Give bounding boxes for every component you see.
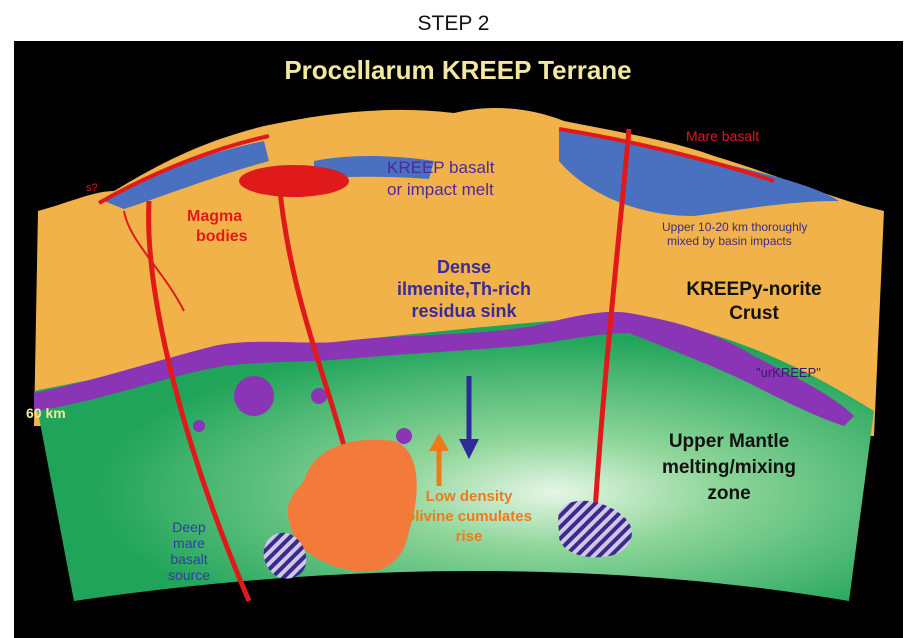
label-kreep-basalt-1: KREEP basalt	[387, 158, 495, 177]
procellarum-diagram: Procellarum KREEP Terrane Mare basalt KR…	[14, 41, 903, 638]
label-mantle-1: Upper Mantle	[669, 431, 789, 452]
label-kreep-basalt-2: or impact melt	[387, 180, 494, 199]
label-deep-4: source	[168, 567, 210, 583]
label-60km: 60 km	[26, 405, 66, 421]
label-dense-2: ilmenite,Th-rich	[397, 279, 531, 299]
label-kreepy-2: Crust	[729, 303, 779, 324]
label-dense-3: residua sink	[411, 301, 517, 321]
label-deep-3: basalt	[170, 551, 207, 567]
label-upper-mixed-2: mixed by basin impacts	[667, 234, 792, 248]
label-upper-mixed-1: Upper 10-20 km thoroughly	[662, 220, 807, 234]
urkreep-drop	[234, 376, 274, 416]
label-mare-basalt: Mare basalt	[686, 128, 759, 144]
urkreep-drop	[396, 428, 412, 444]
label-deep-2: mare	[173, 535, 205, 551]
step-title: STEP 2	[0, 12, 907, 36]
label-mantle-3: zone	[707, 483, 750, 504]
label-urkreep: "urKREEP"	[756, 365, 821, 380]
label-kreepy-1: KREEPy-norite	[686, 279, 821, 300]
label-dense-1: Dense	[437, 257, 491, 277]
urkreep-drop	[311, 388, 327, 404]
label-low-density-1: Low density	[426, 488, 513, 505]
label-magma-2: bodies	[196, 228, 248, 245]
label-small-mark: s?	[86, 182, 98, 194]
urkreep-drop	[193, 420, 205, 432]
magma-body	[239, 165, 349, 197]
label-low-density-3: rise	[456, 528, 483, 545]
label-mantle-2: melting/mixing	[662, 457, 796, 478]
diagram-title: Procellarum KREEP Terrane	[284, 55, 631, 85]
label-deep-1: Deep	[172, 519, 206, 535]
label-magma-1: Magma	[187, 208, 242, 225]
label-low-density-2: olivine cumulates	[406, 508, 532, 525]
